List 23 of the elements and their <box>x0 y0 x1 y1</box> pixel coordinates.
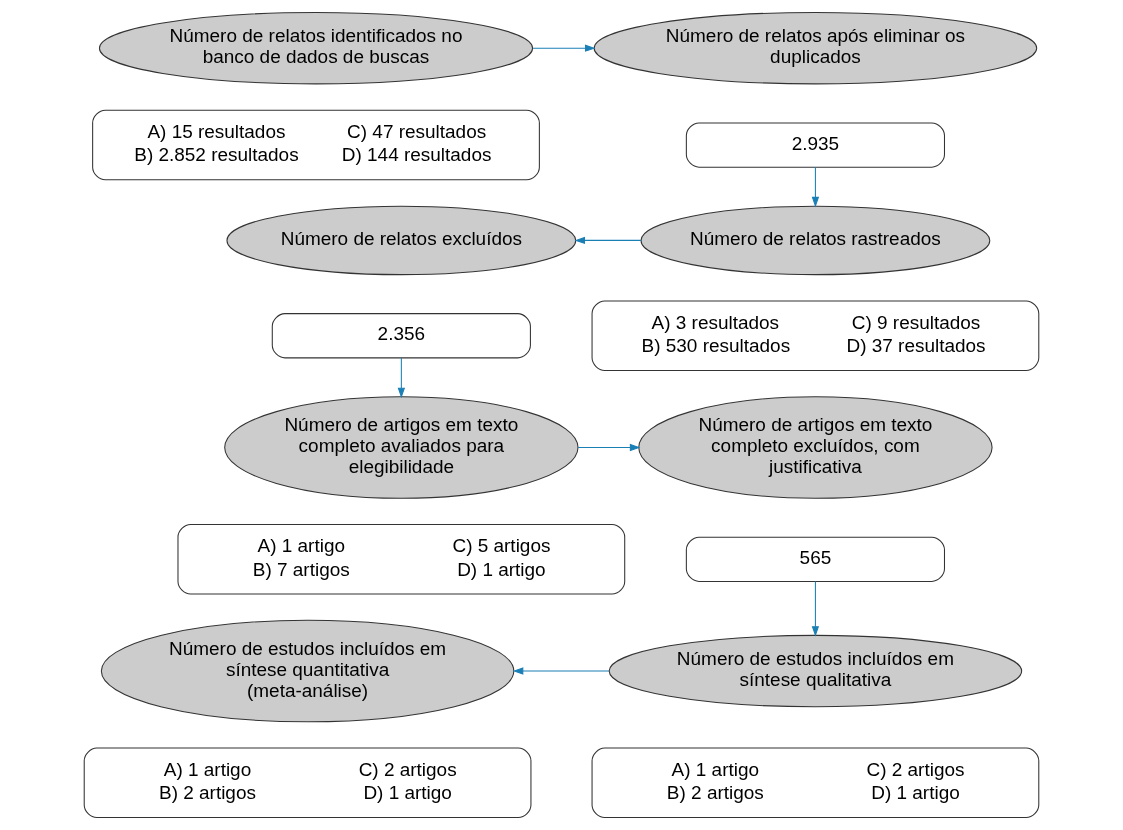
node-box: A) 1 artigo C) 5 artigos B) 7 artigos D) 1 artigo <box>177 524 626 595</box>
arrow <box>512 667 610 675</box>
node-box: 2.356 <box>271 313 531 359</box>
node-box: A) 1 artigo C) 2 artigos B) 2 artigos D) 1 artigo <box>83 747 532 819</box>
node-box: A) 3 resultados C) 9 resultados B) 530 resultados D) 37 resultados <box>591 300 1040 372</box>
node-ellipse: Número de relatos rastreados <box>640 205 991 276</box>
node-ellipse: Número de relatos após eliminar os duplicados <box>593 11 1038 85</box>
node-ellipse: Número de estudos incluídos em síntese quantitativa (meta-análise) <box>100 619 515 723</box>
arrow <box>532 44 596 52</box>
node-box: A) 15 resultados C) 47 resultados B) 2.852 resultados D) 144 resultados <box>92 109 540 181</box>
node-box: A) 1 artigo C) 2 artigos B) 2 artigos D) 1 artigo <box>591 747 1040 819</box>
arrow <box>577 443 641 452</box>
arrow <box>397 357 406 399</box>
node-ellipse: Número de artigos em texto completo excluídos, com justificativa <box>638 396 993 499</box>
node-box: 565 <box>685 536 945 582</box>
node-ellipse: Número de relatos identificados no banco de dados de buscas <box>98 11 534 85</box>
arrow <box>811 166 820 208</box>
node-box: 2.935 <box>685 122 945 168</box>
node-ellipse: Número de relatos excluídos <box>226 205 577 276</box>
node-ellipse: Número de artigos em texto completo avaliados para elegibilidade <box>224 396 579 499</box>
node-ellipse: Número de estudos incluídos em síntese qualitativa <box>608 634 1023 708</box>
arrow <box>811 580 820 637</box>
arrow <box>574 236 642 245</box>
